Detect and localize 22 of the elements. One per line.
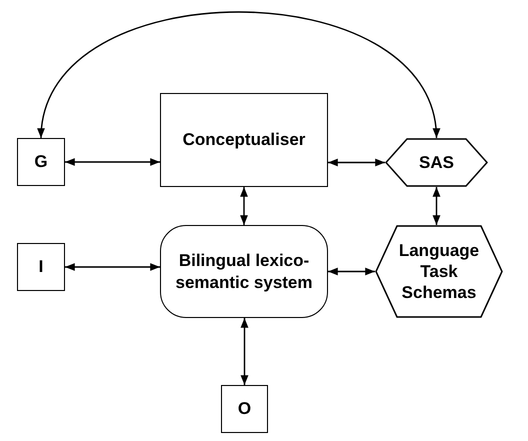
node-label: Conceptualiser <box>182 129 306 151</box>
double-arrow <box>328 158 385 166</box>
process-box <box>17 243 65 291</box>
node-label: O <box>238 398 252 420</box>
double-arrow <box>240 318 248 385</box>
hexagon-node <box>385 138 488 187</box>
double-arrow <box>328 268 375 276</box>
double-arrow <box>240 187 248 225</box>
rounded-process-box <box>160 225 328 318</box>
node-label: G <box>34 151 48 173</box>
node-label: Language Task Schemas <box>398 240 480 304</box>
process-box <box>160 93 328 187</box>
node-label: SAS <box>419 152 454 174</box>
hexagon-node <box>375 225 503 318</box>
process-box <box>17 138 65 186</box>
double-arrow <box>65 263 160 271</box>
double-arrow <box>65 158 160 166</box>
node-label: I <box>38 256 44 278</box>
double-arrow <box>39 12 438 138</box>
node-label: Bilingual lexico-semantic system <box>174 250 314 293</box>
double-arrow <box>432 187 440 225</box>
process-box <box>221 385 268 433</box>
